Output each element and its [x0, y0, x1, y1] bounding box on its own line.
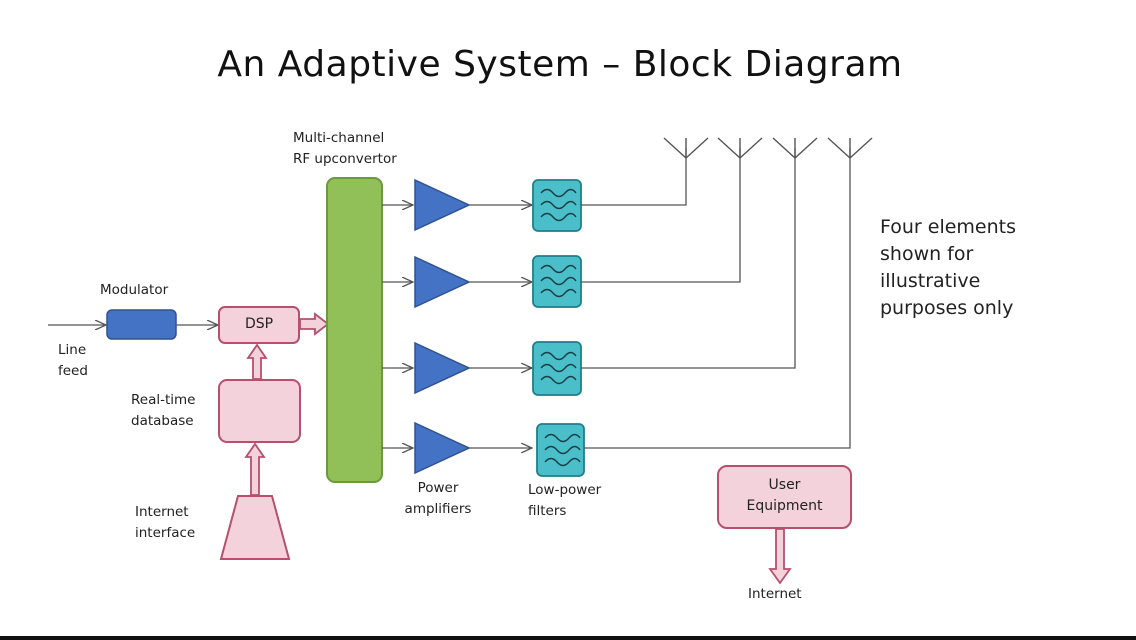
channel-4: [382, 137, 873, 477]
modulator-block: [106, 309, 177, 340]
feed-line-1: [581, 148, 687, 206]
bottom-border-bar: [0, 636, 1136, 640]
user-equipment-label-line-1: User: [768, 477, 801, 493]
internet-label: Internet: [748, 586, 802, 602]
dsp-block: [218, 306, 300, 344]
internet-interface-label-line-1: Internet: [135, 504, 189, 520]
realtime-database-block: [218, 379, 301, 443]
realtime-database-label: Real-time database: [131, 390, 195, 432]
modulator-label: Modulator: [100, 282, 169, 298]
low-power-filter-4: [536, 423, 585, 477]
note-line-4: purposes only: [880, 297, 1014, 319]
filter-wave-1: [540, 188, 577, 222]
filter-wave-4: [544, 433, 581, 467]
database-to-dsp-arrow: [246, 343, 268, 380]
realtime-database-label-line-1: Real-time: [131, 392, 196, 408]
power-amplifier-1: [414, 178, 471, 232]
power-amplifier-3: [414, 341, 471, 395]
note-line-1: Four elements: [880, 216, 1017, 238]
antenna-icon-1: [663, 137, 709, 159]
note-line-3: illustrative: [880, 270, 981, 292]
internet-interface-label: Internet interface: [135, 502, 195, 544]
note-line-2: shown for: [880, 243, 974, 265]
upconvertor-label-line-1: Multi-channel: [293, 130, 385, 146]
user-equipment-label: User Equipment: [718, 475, 851, 517]
antenna-icon-3: [772, 137, 818, 159]
channel-3: [382, 137, 818, 396]
upconvertor-label-line-2: RF upconvertor: [293, 151, 397, 167]
antenna-icon-2: [717, 137, 763, 159]
upconvertor-label: Multi-channel RF upconvertor: [293, 128, 397, 170]
low-power-filters-label-line-1: Low-power: [528, 482, 602, 498]
filter-wave-2: [540, 264, 577, 298]
internet-interface-block: [219, 495, 291, 560]
low-power-filters-label-line-2: filters: [528, 503, 567, 519]
power-amplifiers-label: Power amplifiers: [398, 478, 478, 520]
low-power-filter-1: [532, 179, 582, 232]
line-feed-label-line-2: feed: [58, 363, 88, 379]
line-feed-label: Line feed: [58, 340, 88, 382]
feed-line-4: [584, 148, 851, 449]
slide-title: An Adaptive System – Block Diagram: [217, 44, 903, 85]
dsp-label: DSP: [244, 316, 274, 332]
user-equipment-label-line-2: Equipment: [746, 498, 823, 514]
power-amplifier-2: [414, 255, 471, 309]
rf-upconvertor-block: [326, 177, 383, 483]
feed-line-3: [581, 148, 796, 369]
low-power-filter-3: [532, 341, 582, 396]
channel-2: [382, 137, 763, 309]
low-power-filters-label: Low-power filters: [528, 480, 601, 522]
feed-line-2: [581, 148, 741, 283]
dsp-to-upconvertor-arrow: [299, 312, 330, 336]
illustrative-note: Four elements shown for illustrative pur…: [880, 214, 1016, 322]
user-equipment-to-internet-arrow: [768, 528, 792, 585]
channel-1: [382, 137, 709, 232]
antenna-icon-4: [827, 137, 873, 159]
filter-wave-3: [540, 351, 577, 385]
internet-interface-label-line-2: interface: [135, 525, 196, 541]
interface-to-database-arrow: [244, 442, 266, 496]
power-amplifiers-label-line-2: amplifiers: [404, 501, 472, 517]
low-power-filter-2: [532, 255, 582, 308]
realtime-database-label-line-2: database: [131, 413, 194, 429]
power-amplifiers-label-line-1: Power: [417, 480, 459, 496]
user-equipment-block: [717, 465, 852, 529]
power-amplifier-4: [414, 421, 471, 475]
line-feed-label-line-1: Line: [58, 342, 87, 358]
